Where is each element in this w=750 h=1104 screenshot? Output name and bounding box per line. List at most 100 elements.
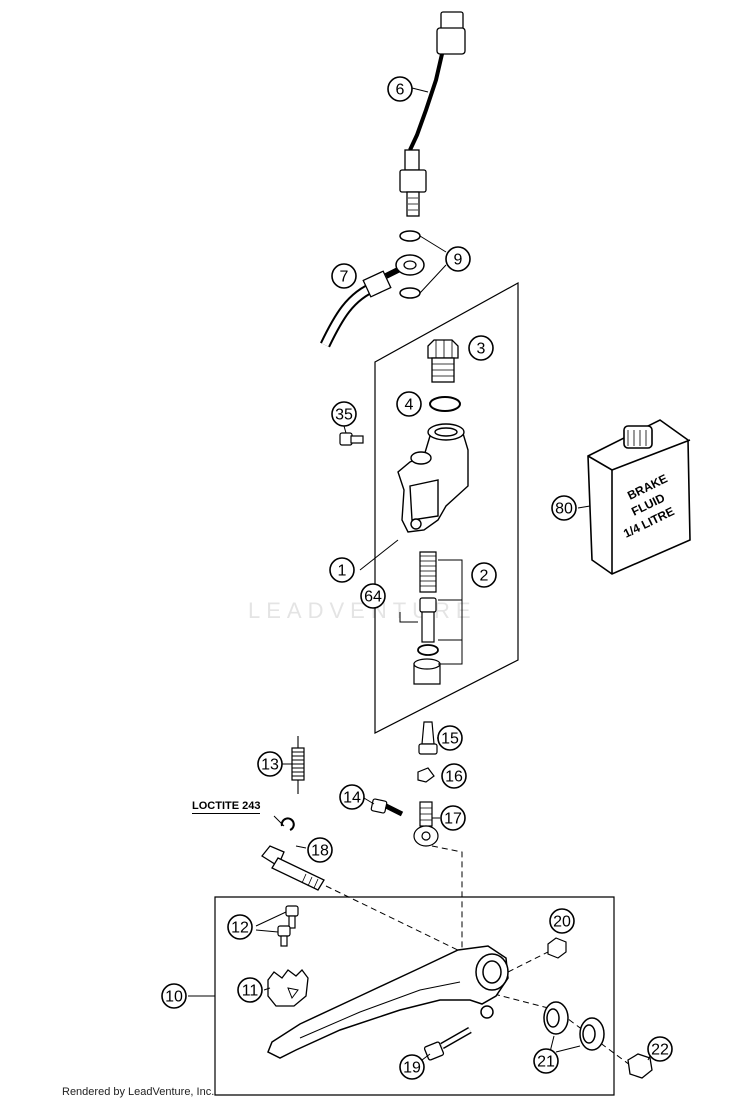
screw-12-upper-part bbox=[285, 905, 299, 929]
master-cylinder-part bbox=[397, 423, 469, 533]
callout-18: 18 bbox=[307, 837, 333, 863]
loctite-note: LOCTITE 243 bbox=[192, 800, 261, 814]
callout-number: 17 bbox=[444, 811, 462, 828]
callout-circle bbox=[257, 751, 283, 777]
leader-2-bracket bbox=[438, 559, 463, 665]
callout-circle bbox=[549, 908, 575, 934]
master-cylinder-group-frame bbox=[374, 281, 519, 734]
callout-14: 14 bbox=[339, 784, 365, 810]
callout-number: 10 bbox=[165, 989, 183, 1006]
callout-number: 12 bbox=[231, 920, 249, 937]
callout-circle bbox=[227, 914, 253, 940]
callout-16: 16 bbox=[441, 763, 467, 789]
piston-kit-part bbox=[413, 551, 441, 685]
callout-number: 35 bbox=[335, 407, 353, 424]
callout-circle bbox=[387, 76, 413, 102]
brake-pedal-part bbox=[267, 945, 509, 1059]
callout-15: 15 bbox=[437, 725, 463, 751]
bleed-nipple-part bbox=[418, 721, 438, 755]
bearing-left-part bbox=[543, 1001, 569, 1035]
callout-circle bbox=[647, 1036, 673, 1062]
callout-circle bbox=[307, 837, 333, 863]
o-ring-part bbox=[429, 396, 461, 412]
leader-64-bracket bbox=[399, 612, 418, 623]
callout-number: 6 bbox=[396, 82, 405, 99]
callout-number: 4 bbox=[405, 397, 414, 414]
callout-circle bbox=[440, 805, 466, 831]
callout-number: 18 bbox=[311, 843, 329, 860]
callout-circle bbox=[551, 495, 577, 521]
callout-3: 3 bbox=[468, 335, 494, 361]
return-spring-part bbox=[291, 736, 305, 794]
assembly-line-nut bbox=[507, 949, 553, 973]
step-plate-part bbox=[267, 969, 309, 1007]
callout-1: 1 bbox=[329, 557, 355, 583]
callout-19: 19 bbox=[399, 1054, 425, 1080]
callout-circle bbox=[445, 246, 471, 272]
assembly-line-bolt bbox=[325, 885, 471, 957]
callout-circle bbox=[237, 977, 263, 1003]
callout-circle bbox=[329, 557, 355, 583]
leader-21 bbox=[549, 1035, 581, 1053]
washer-lower-part bbox=[399, 287, 421, 299]
brake-hose-part bbox=[320, 254, 425, 348]
callout-circle bbox=[399, 1054, 425, 1080]
callout-number: 14 bbox=[343, 790, 361, 807]
pivot-bolt-part bbox=[261, 845, 325, 891]
callout-circle bbox=[441, 763, 467, 789]
callout-circle bbox=[331, 401, 357, 427]
callout-circle bbox=[161, 983, 187, 1009]
callout-11: 11 bbox=[237, 977, 263, 1003]
reservoir-cap-part bbox=[427, 339, 459, 383]
washer-upper-part bbox=[399, 230, 421, 242]
leader-9 bbox=[419, 235, 447, 294]
leader-11 bbox=[263, 987, 271, 991]
callout-10: 10 bbox=[161, 983, 187, 1009]
callout-circle bbox=[331, 263, 357, 289]
leader-14 bbox=[363, 797, 375, 805]
callout-number: 64 bbox=[364, 589, 382, 606]
callout-circle bbox=[396, 391, 422, 417]
leader-6 bbox=[411, 87, 429, 93]
bolt-19-part bbox=[423, 1026, 472, 1061]
callout-22: 22 bbox=[647, 1036, 673, 1062]
callout-number: 22 bbox=[651, 1042, 669, 1059]
leader-80 bbox=[577, 505, 591, 509]
callout-4: 4 bbox=[396, 391, 422, 417]
nipple-cap-part bbox=[417, 767, 435, 783]
callout-20: 20 bbox=[549, 908, 575, 934]
callout-number: 7 bbox=[340, 269, 349, 286]
callout-circle bbox=[533, 1048, 559, 1074]
callout-number: 11 bbox=[242, 983, 259, 1000]
callout-number: 9 bbox=[454, 252, 463, 269]
brake-light-switch-part bbox=[399, 11, 466, 217]
callout-number: 19 bbox=[403, 1060, 421, 1077]
callout-number: 20 bbox=[553, 914, 571, 931]
callout-17: 17 bbox=[440, 805, 466, 831]
callout-2: 2 bbox=[471, 562, 497, 588]
leader-loctite bbox=[273, 815, 285, 827]
callout-9: 9 bbox=[445, 246, 471, 272]
screw-12-lower-part bbox=[277, 925, 291, 947]
callout-12: 12 bbox=[227, 914, 253, 940]
nut-22-part bbox=[627, 1053, 653, 1079]
callout-circle bbox=[471, 562, 497, 588]
leader-12 bbox=[255, 911, 287, 933]
callout-circle bbox=[360, 583, 386, 609]
render-credit: Rendered by LeadVenture, Inc. bbox=[62, 1086, 215, 1098]
callout-circle bbox=[437, 725, 463, 751]
leader-19 bbox=[421, 1053, 431, 1061]
nut-20-part bbox=[547, 937, 567, 959]
callout-7: 7 bbox=[331, 263, 357, 289]
callout-number: 16 bbox=[445, 769, 463, 786]
callout-35: 35 bbox=[331, 401, 357, 427]
callout-number: 2 bbox=[480, 568, 489, 585]
callout-number: 21 bbox=[537, 1054, 555, 1071]
callout-64: 64 bbox=[360, 583, 386, 609]
callout-number: 13 bbox=[261, 757, 279, 774]
leader-35 bbox=[343, 425, 347, 434]
callout-6: 6 bbox=[387, 76, 413, 102]
leader-1 bbox=[359, 539, 399, 571]
callout-number: 3 bbox=[477, 341, 486, 358]
